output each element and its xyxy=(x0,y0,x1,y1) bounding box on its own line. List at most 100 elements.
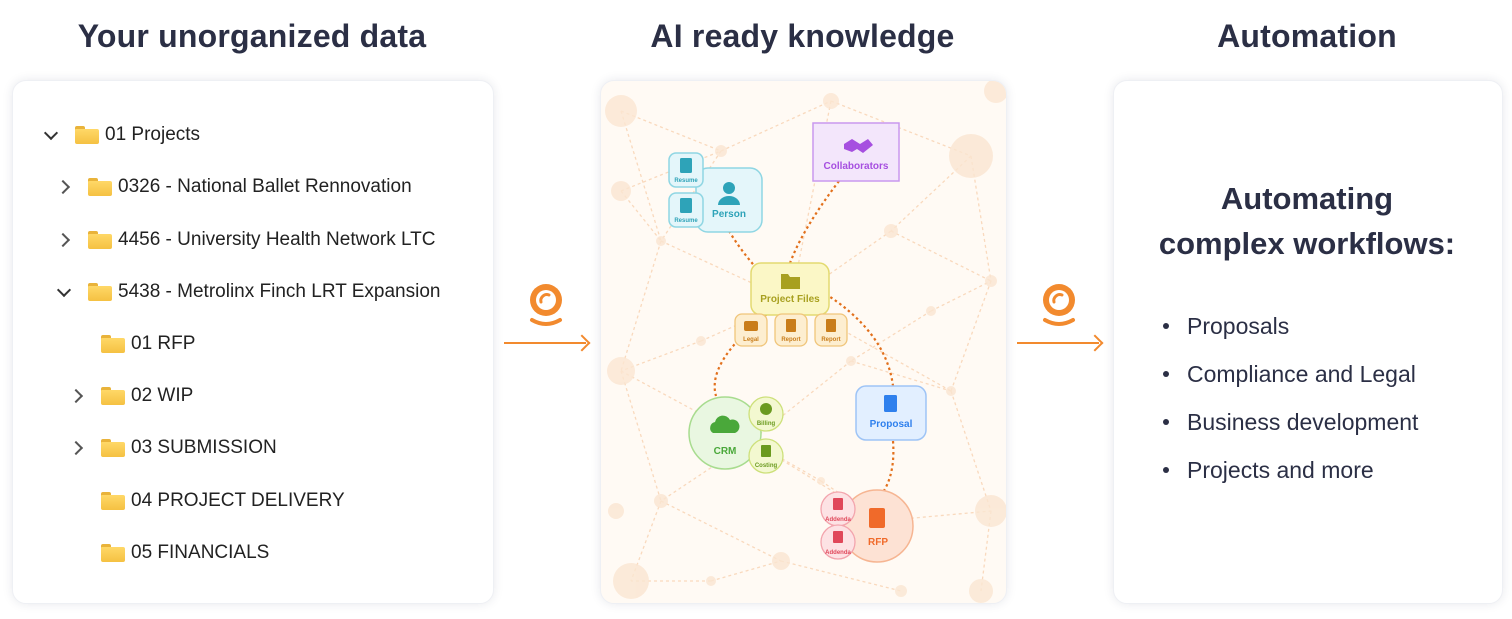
automation-item-label: Projects and more xyxy=(1187,457,1374,483)
report-node-2: Report xyxy=(814,313,848,347)
heading-ai-ready-knowledge: AI ready knowledge xyxy=(650,18,955,54)
automation-item: Business development xyxy=(1163,398,1418,446)
report-icon xyxy=(826,319,836,332)
folder-tree-item[interactable]: 01 RFP xyxy=(69,329,195,359)
collaborators-node: Collaborators xyxy=(812,122,900,182)
knowledge-graph: Collaborators Person Resume Resume Proje… xyxy=(605,81,1006,603)
bullet-dot-icon xyxy=(1163,419,1169,425)
folder-tree-item[interactable]: 5438 - Metrolinx Finch LRT Expansion xyxy=(56,277,440,307)
folder-tree-item[interactable]: 4456 - University Health Network LTC xyxy=(56,225,435,255)
folder-icon xyxy=(101,439,125,457)
automation-title: Automating complex workflows: xyxy=(1113,176,1501,266)
person-node: Person xyxy=(695,167,763,233)
folder-tree-item[interactable]: 0326 - National Ballet Rennovation xyxy=(56,172,412,202)
dollar-doc-icon xyxy=(761,445,771,457)
legal-label: Legal xyxy=(743,337,759,343)
report-icon xyxy=(786,319,796,332)
chevron-down-icon[interactable] xyxy=(43,128,57,142)
folder-label: 05 FINANCIALS xyxy=(131,542,270,563)
heading-automation: Automation xyxy=(1217,18,1397,54)
knowledge-graph-panel: Collaborators Person Resume Resume Proje… xyxy=(600,80,1007,604)
automation-item: Compliance and Legal xyxy=(1163,350,1418,398)
collaborators-label: Collaborators xyxy=(823,161,888,172)
document-icon xyxy=(680,198,692,213)
folder-icon xyxy=(75,126,99,144)
crm-label: CRM xyxy=(714,446,737,457)
rfp-label: RFP xyxy=(868,537,888,548)
automation-item-label: Compliance and Legal xyxy=(1187,361,1416,387)
billing-label: Billing xyxy=(757,421,776,427)
automation-title-line-2: complex workflows: xyxy=(1158,226,1456,261)
chevron-right-icon[interactable] xyxy=(69,389,83,403)
automation-panel xyxy=(1113,80,1503,604)
bullet-dot-icon xyxy=(1163,467,1169,473)
report-label-2: Report xyxy=(821,337,840,343)
folder-tree-item[interactable]: 05 FINANCIALS xyxy=(69,538,269,568)
addenda-node-1: Addenda xyxy=(820,491,856,527)
document-icon xyxy=(869,508,885,528)
folder-icon xyxy=(101,387,125,405)
bullet-dot-icon xyxy=(1163,371,1169,377)
folder-tree-item[interactable]: 01 Projects xyxy=(43,120,200,150)
folder-label: 02 WIP xyxy=(131,385,194,406)
folder-icon xyxy=(101,335,125,353)
dollar-icon xyxy=(760,403,772,415)
folder-tree-item[interactable]: 02 WIP xyxy=(69,381,193,411)
automation-item-label: Business development xyxy=(1187,409,1419,435)
chevron-right-icon[interactable] xyxy=(69,441,83,455)
document-icon xyxy=(680,158,692,173)
automation-title-line-1: Automating xyxy=(1220,181,1394,216)
automation-item-label: Proposals xyxy=(1187,313,1290,339)
folder-label: 5438 - Metrolinx Finch LRT Expansion xyxy=(118,281,441,302)
bullet-dot-icon xyxy=(1163,323,1169,329)
legal-node: Legal xyxy=(734,313,768,347)
heading-unorganized-data: Your unorganized data xyxy=(77,18,427,54)
orange-ring-icon xyxy=(530,284,562,326)
folder-label: 4456 - University Health Network LTC xyxy=(118,229,436,250)
chevron-right-icon[interactable] xyxy=(56,180,70,194)
background-nodes xyxy=(605,81,1006,603)
folder-label: 04 PROJECT DELIVERY xyxy=(131,490,345,511)
proposal-node: Proposal xyxy=(855,385,927,441)
automation-list: Proposals Compliance and Legal Business … xyxy=(1163,302,1418,494)
folder-tree-item[interactable]: 03 SUBMISSION xyxy=(69,433,277,463)
report-node-1: Report xyxy=(774,313,808,347)
chevron-right-icon[interactable] xyxy=(56,233,70,247)
cloud-icon xyxy=(710,415,740,433)
resume-label-2: Resume xyxy=(674,218,698,224)
orange-ring-icon xyxy=(1043,284,1075,326)
person-icon xyxy=(723,182,735,194)
folder-icon xyxy=(88,231,112,249)
folder-label: 01 RFP xyxy=(131,333,196,354)
addenda-node-2: Addenda xyxy=(820,524,856,560)
folder-icon xyxy=(781,274,800,289)
briefcase-icon xyxy=(744,321,758,331)
folder-label: 0326 - National Ballet Rennovation xyxy=(118,176,412,197)
folder-tree-panel: 01 Projects 0326 - National Ballet Rennov… xyxy=(12,80,494,604)
project-files-label: Project Files xyxy=(760,294,820,305)
handshake-icon xyxy=(844,139,873,153)
folder-tree-item[interactable]: 04 PROJECT DELIVERY xyxy=(69,486,345,516)
document-add-icon xyxy=(833,498,843,510)
rfp-node: RFP xyxy=(840,489,914,563)
folder-icon xyxy=(101,492,125,510)
document-add-icon xyxy=(833,531,843,543)
document-icon xyxy=(884,395,897,412)
chevron-down-icon[interactable] xyxy=(56,285,70,299)
crm-node: CRM xyxy=(688,396,762,470)
project-files-node: Project Files xyxy=(750,262,830,316)
costing-node: Costing xyxy=(748,438,784,474)
resume-node-1: Resume xyxy=(668,152,704,188)
folder-icon xyxy=(88,178,112,196)
costing-label: Costing xyxy=(755,463,778,469)
report-label-1: Report xyxy=(781,337,800,343)
resume-node-2: Resume xyxy=(668,192,704,228)
resume-label-1: Resume xyxy=(674,178,698,184)
billing-node: Billing xyxy=(748,396,784,432)
proposal-label: Proposal xyxy=(870,419,913,430)
folder-label: 01 Projects xyxy=(105,124,201,145)
folder-label: 03 SUBMISSION xyxy=(131,437,277,458)
automation-item: Projects and more xyxy=(1163,446,1418,494)
person-label: Person xyxy=(712,209,746,220)
addenda-label-2: Addenda xyxy=(825,550,851,556)
